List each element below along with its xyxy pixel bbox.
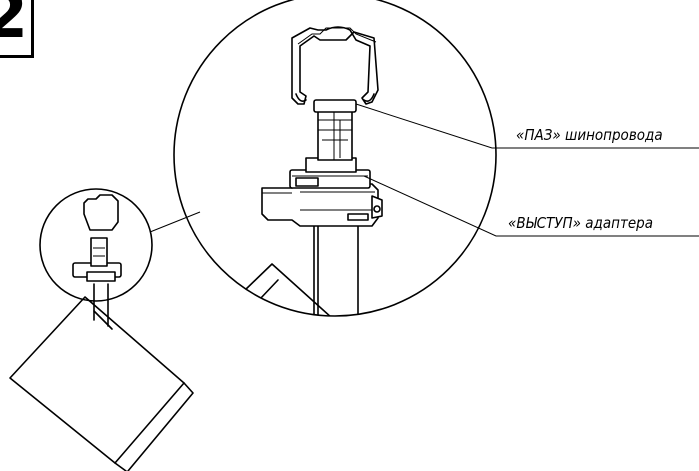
step-number: 2 (0, 0, 28, 53)
callout-busbar-slot: «ПАЗ» шинопровода (516, 126, 663, 144)
step-number-box: 2 (0, 0, 34, 58)
overview-magnifier-circle (39, 188, 153, 302)
callout-leader-protrusion (363, 175, 699, 237)
callout-leader-slot (355, 103, 699, 149)
detail-magnifier-circle (173, 0, 497, 317)
detail-view (173, 0, 497, 317)
overview-assembly (9, 188, 194, 471)
fixture-body (9, 296, 185, 464)
callout-adapter-protrusion: «ВЫСТУП» адаптера (508, 214, 653, 232)
magnifier-leader (149, 211, 201, 233)
